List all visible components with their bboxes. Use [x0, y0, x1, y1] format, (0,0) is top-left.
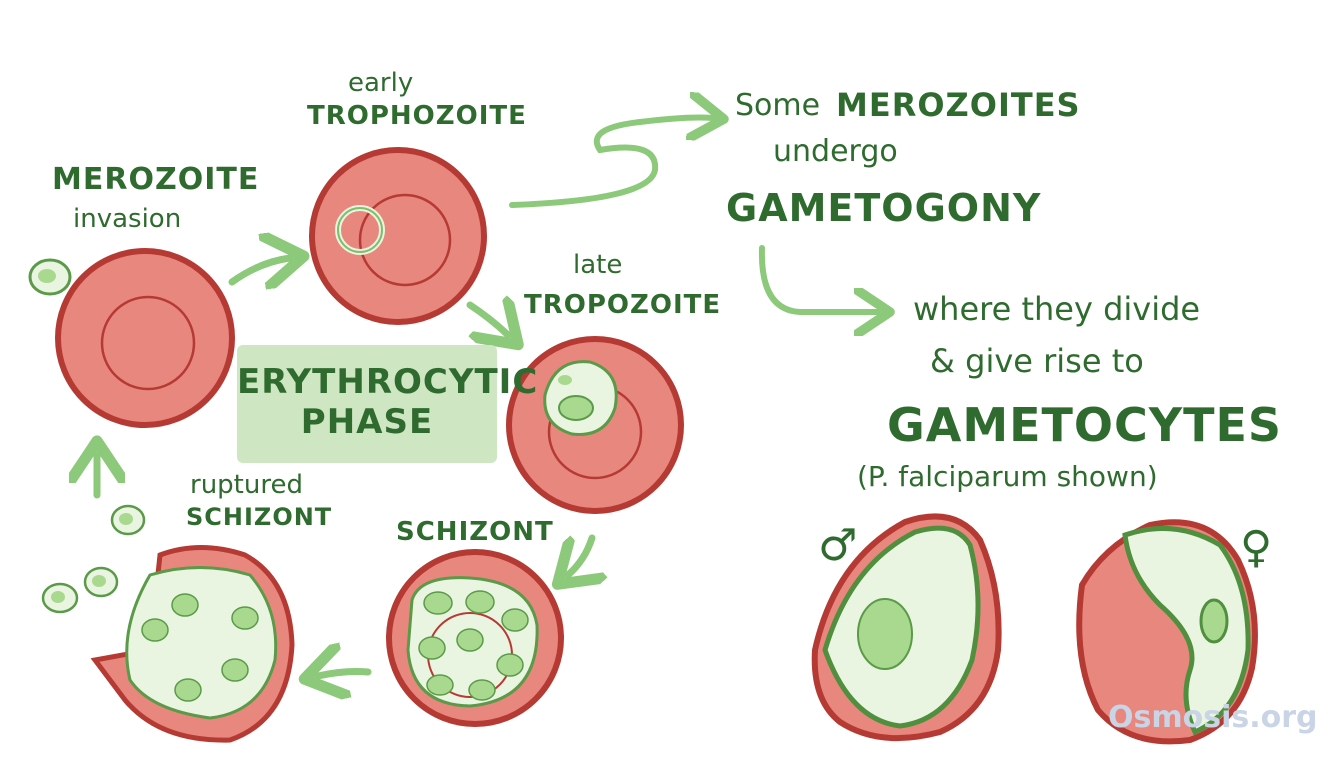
- female-symbol-icon: ♀: [1240, 522, 1274, 573]
- free-merozoite: [28, 258, 72, 296]
- phase-line-2: PHASE: [300, 402, 434, 442]
- phase-line-1: ERYTHROCYTIC: [237, 362, 539, 402]
- cycle-arrows: [97, 258, 592, 676]
- schizont-title: SCHIZONT: [396, 517, 554, 547]
- released-merozoites: [41, 504, 146, 614]
- early-trophozoite-title: TROPHOZOITE: [307, 101, 527, 131]
- merozoite-invasion-cell: [55, 248, 235, 428]
- merozoite-subtitle: invasion: [73, 204, 182, 234]
- divide-label: where they divide: [913, 290, 1201, 328]
- give-rise-label: & give rise to: [930, 342, 1144, 380]
- phase-title: ERYTHROCYTIC PHASE: [237, 362, 539, 442]
- gametogony-arrows: [509, 118, 878, 313]
- ruptured-schizont-title: SCHIZONT: [186, 503, 333, 531]
- arrow-invasion-to-early: [228, 258, 290, 282]
- schizont-cell: [386, 549, 564, 727]
- phase-box: [237, 345, 497, 463]
- arrow-late-to-schizont: [568, 534, 592, 575]
- early-trophozoite-cell: [309, 147, 487, 325]
- arrow-early-to-late: [466, 305, 508, 335]
- arrow-to-some-merozoites: [509, 118, 712, 208]
- late-trophozoite-title: TROPOZOITE: [524, 290, 722, 320]
- undergo-label: undergo: [773, 134, 898, 169]
- osmosis-watermark: Osmosis.org: [1108, 700, 1318, 735]
- some-merozoites-title: MEROZOITES: [836, 86, 1081, 124]
- late-label: late: [573, 250, 623, 280]
- male-gametocyte: [811, 513, 1002, 742]
- late-trophozoite-cell: [506, 336, 684, 514]
- male-symbol-icon: ♂: [818, 520, 859, 571]
- ruptured-schizont: [90, 545, 295, 743]
- female-gametocyte: [1076, 519, 1258, 745]
- ruptured-label: ruptured: [190, 470, 303, 500]
- arrow-schizont-to-ruptured: [318, 672, 372, 677]
- some-label: Some: [735, 88, 821, 123]
- merozoite-title: MEROZOITE: [52, 162, 260, 197]
- early-label: early: [348, 68, 414, 98]
- falciparum-note: (P. falciparum shown): [857, 460, 1158, 493]
- gametocytes-title: GAMETOCYTES: [887, 398, 1283, 452]
- gametogony-title: GAMETOGONY: [726, 186, 1042, 230]
- arrow-to-gametocytes: [758, 245, 878, 312]
